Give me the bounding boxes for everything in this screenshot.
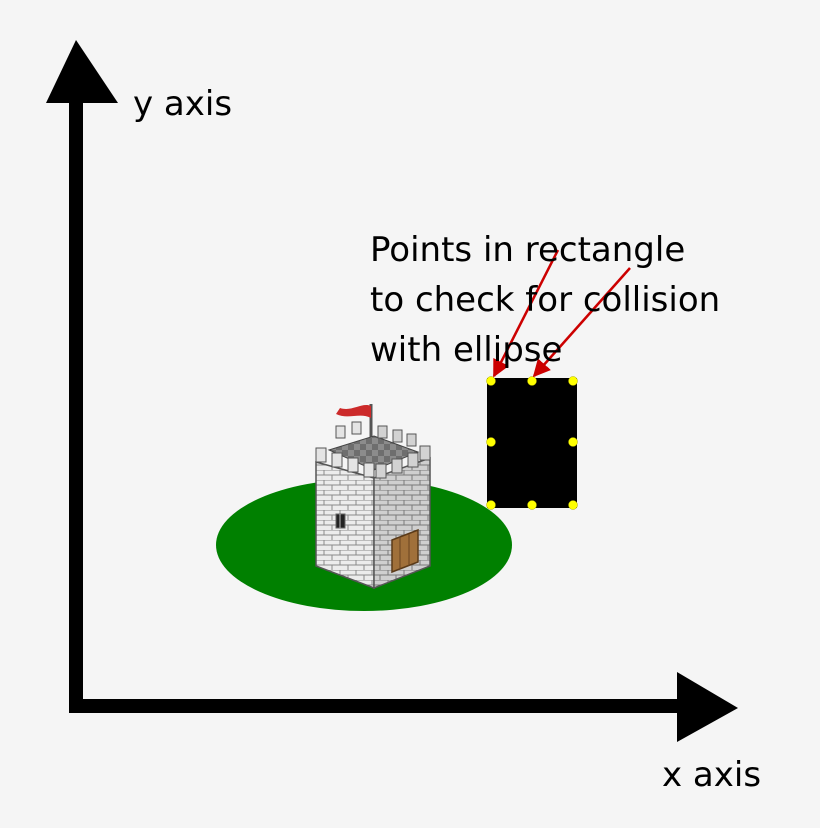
y-axis-arrowhead	[46, 40, 118, 103]
y-axis-label: y axis	[133, 84, 233, 124]
check-point	[527, 376, 537, 386]
check-point	[486, 500, 496, 510]
annotation-line: with ellipse	[370, 330, 563, 370]
pointer-arrow	[532, 267, 631, 378]
collision-rectangle	[486, 376, 578, 510]
castle-tower-icon	[315, 404, 431, 590]
annotation-line: Points in rectangle	[370, 230, 686, 270]
check-point	[568, 376, 578, 386]
check-point	[486, 376, 496, 386]
x-axis	[69, 672, 738, 742]
check-points	[486, 376, 578, 510]
x-axis-arrowhead	[677, 672, 738, 742]
x-axis-label: x axis	[662, 755, 762, 795]
check-point	[568, 500, 578, 510]
annotation-text: Points in rectangle to check for collisi…	[370, 225, 720, 375]
tower-door	[391, 528, 419, 574]
check-point	[568, 437, 578, 447]
pointer-arrow	[492, 249, 560, 378]
check-point	[527, 500, 537, 510]
check-point	[486, 437, 496, 447]
flag-icon	[336, 405, 371, 418]
annotation-line: to check for collision	[370, 280, 721, 320]
y-axis	[46, 40, 118, 706]
